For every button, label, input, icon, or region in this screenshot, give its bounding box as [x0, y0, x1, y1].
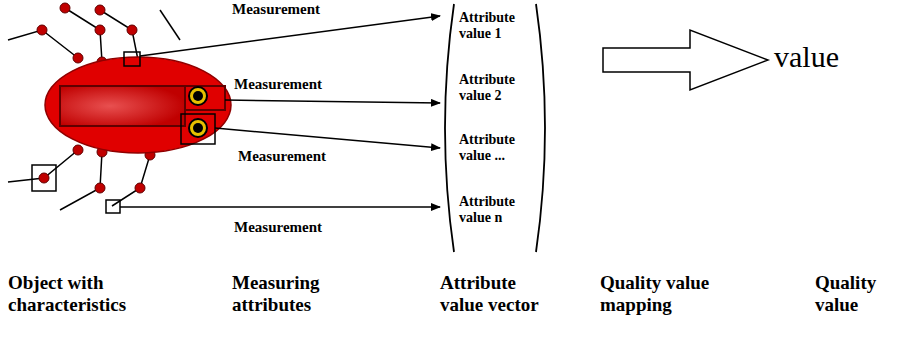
- stage-caption: Attribute value vector: [440, 272, 560, 316]
- bug-part: [60, 86, 185, 126]
- measurement-label: Measurement: [234, 76, 322, 93]
- bug-part: [185, 86, 225, 110]
- measurement-label: Measurement: [238, 148, 326, 165]
- bug-eye: [189, 119, 207, 137]
- measurement-arrow: [120, 16, 440, 207]
- stage-caption: Quality value: [815, 272, 897, 316]
- mapping-arrow: [603, 30, 768, 90]
- attribute-value: Attribute value 2: [459, 72, 539, 104]
- stage-caption: Object with characteristics: [8, 272, 158, 316]
- stage-caption: Measuring attributes: [232, 272, 350, 316]
- quality-value: value: [774, 40, 839, 74]
- measurement-frame: [32, 52, 215, 213]
- vector-bracket: [536, 4, 545, 252]
- attribute-value: Attribute value ...: [459, 132, 539, 164]
- stage-caption: Quality value mapping: [600, 272, 738, 316]
- bug-eye: [193, 91, 203, 101]
- vector-bracket: [445, 4, 454, 252]
- bug-eye: [193, 123, 203, 133]
- attribute-value: Attribute value 1: [459, 10, 539, 42]
- measurement-label: Measurement: [234, 219, 322, 236]
- measurement-label: Measurement: [232, 1, 320, 18]
- attribute-value: Attribute value n: [459, 194, 539, 226]
- bug-body: [45, 57, 231, 153]
- bug-eye: [189, 87, 207, 105]
